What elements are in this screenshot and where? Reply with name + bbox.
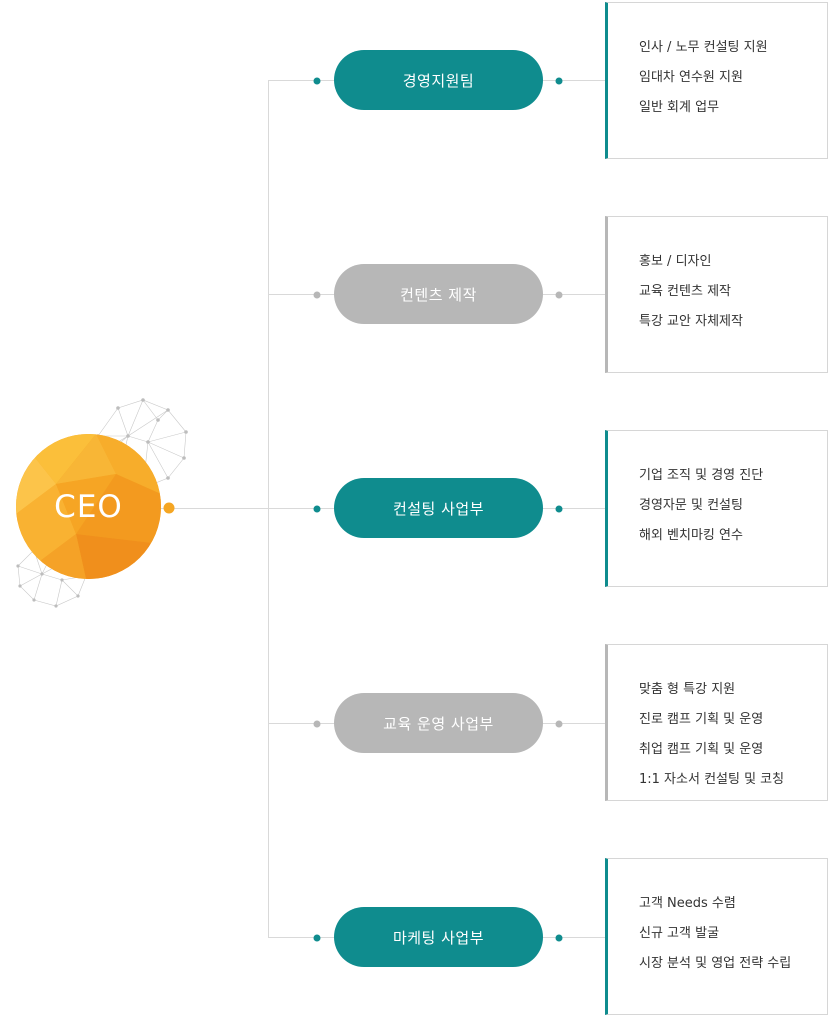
department-pill[interactable]: 마케팅 사업부 xyxy=(334,907,543,967)
department-pill[interactable]: 컨설팅 사업부 xyxy=(334,478,543,538)
department-pill[interactable]: 경영지원팀 xyxy=(334,50,543,110)
ceo-label: CEO xyxy=(54,488,123,525)
department-task-item: 진로 캠프 기획 및 운영 xyxy=(639,712,764,727)
ceo-node: CEO xyxy=(16,434,161,579)
ceo-connector-dot xyxy=(163,502,175,514)
branch-dot-left xyxy=(313,505,321,512)
department-task-item: 취업 캠프 기획 및 운영 xyxy=(639,742,764,757)
ceo-polygon-background xyxy=(16,434,161,579)
branch-dot-left xyxy=(313,934,321,941)
department-task-item: 임대차 연수원 지원 xyxy=(639,70,743,85)
department-task-item: 특강 교안 자체제작 xyxy=(639,314,743,329)
department-task-item: 인사 / 노무 컨설팅 지원 xyxy=(639,40,768,55)
department-task-item: 해외 벤치마킹 연수 xyxy=(639,528,743,543)
ceo-connector-line xyxy=(161,508,269,509)
department-pill[interactable]: 컨텐츠 제작 xyxy=(334,264,543,324)
department-task-item: 1:1 자소서 컨설팅 및 코칭 xyxy=(639,772,785,787)
department-task-item: 고객 Needs 수렴 xyxy=(639,896,736,911)
branch-dot-right xyxy=(555,720,563,727)
branch-dot-left xyxy=(313,77,321,84)
department-task-item: 홍보 / 디자인 xyxy=(639,254,712,269)
department-pill[interactable]: 교육 운영 사업부 xyxy=(334,693,543,753)
branch-dot-right xyxy=(555,505,563,512)
branch-dot-right xyxy=(555,77,563,84)
department-task-item: 기업 조직 및 경영 진단 xyxy=(639,468,764,483)
branch-dot-left xyxy=(313,291,321,298)
department-task-item: 시장 분석 및 영업 전략 수립 xyxy=(639,956,792,971)
department-task-item: 경영자문 및 컨설팅 xyxy=(639,498,743,513)
branch-dot-right xyxy=(555,291,563,298)
department-task-item: 교육 컨텐츠 제작 xyxy=(639,284,731,299)
branch-dot-right xyxy=(555,934,563,941)
department-task-item: 맞춤 형 특강 지원 xyxy=(639,682,736,697)
department-task-item: 일반 회계 업무 xyxy=(639,100,720,115)
branch-dot-left xyxy=(313,720,321,727)
department-task-item: 신규 고객 발굴 xyxy=(639,926,720,941)
